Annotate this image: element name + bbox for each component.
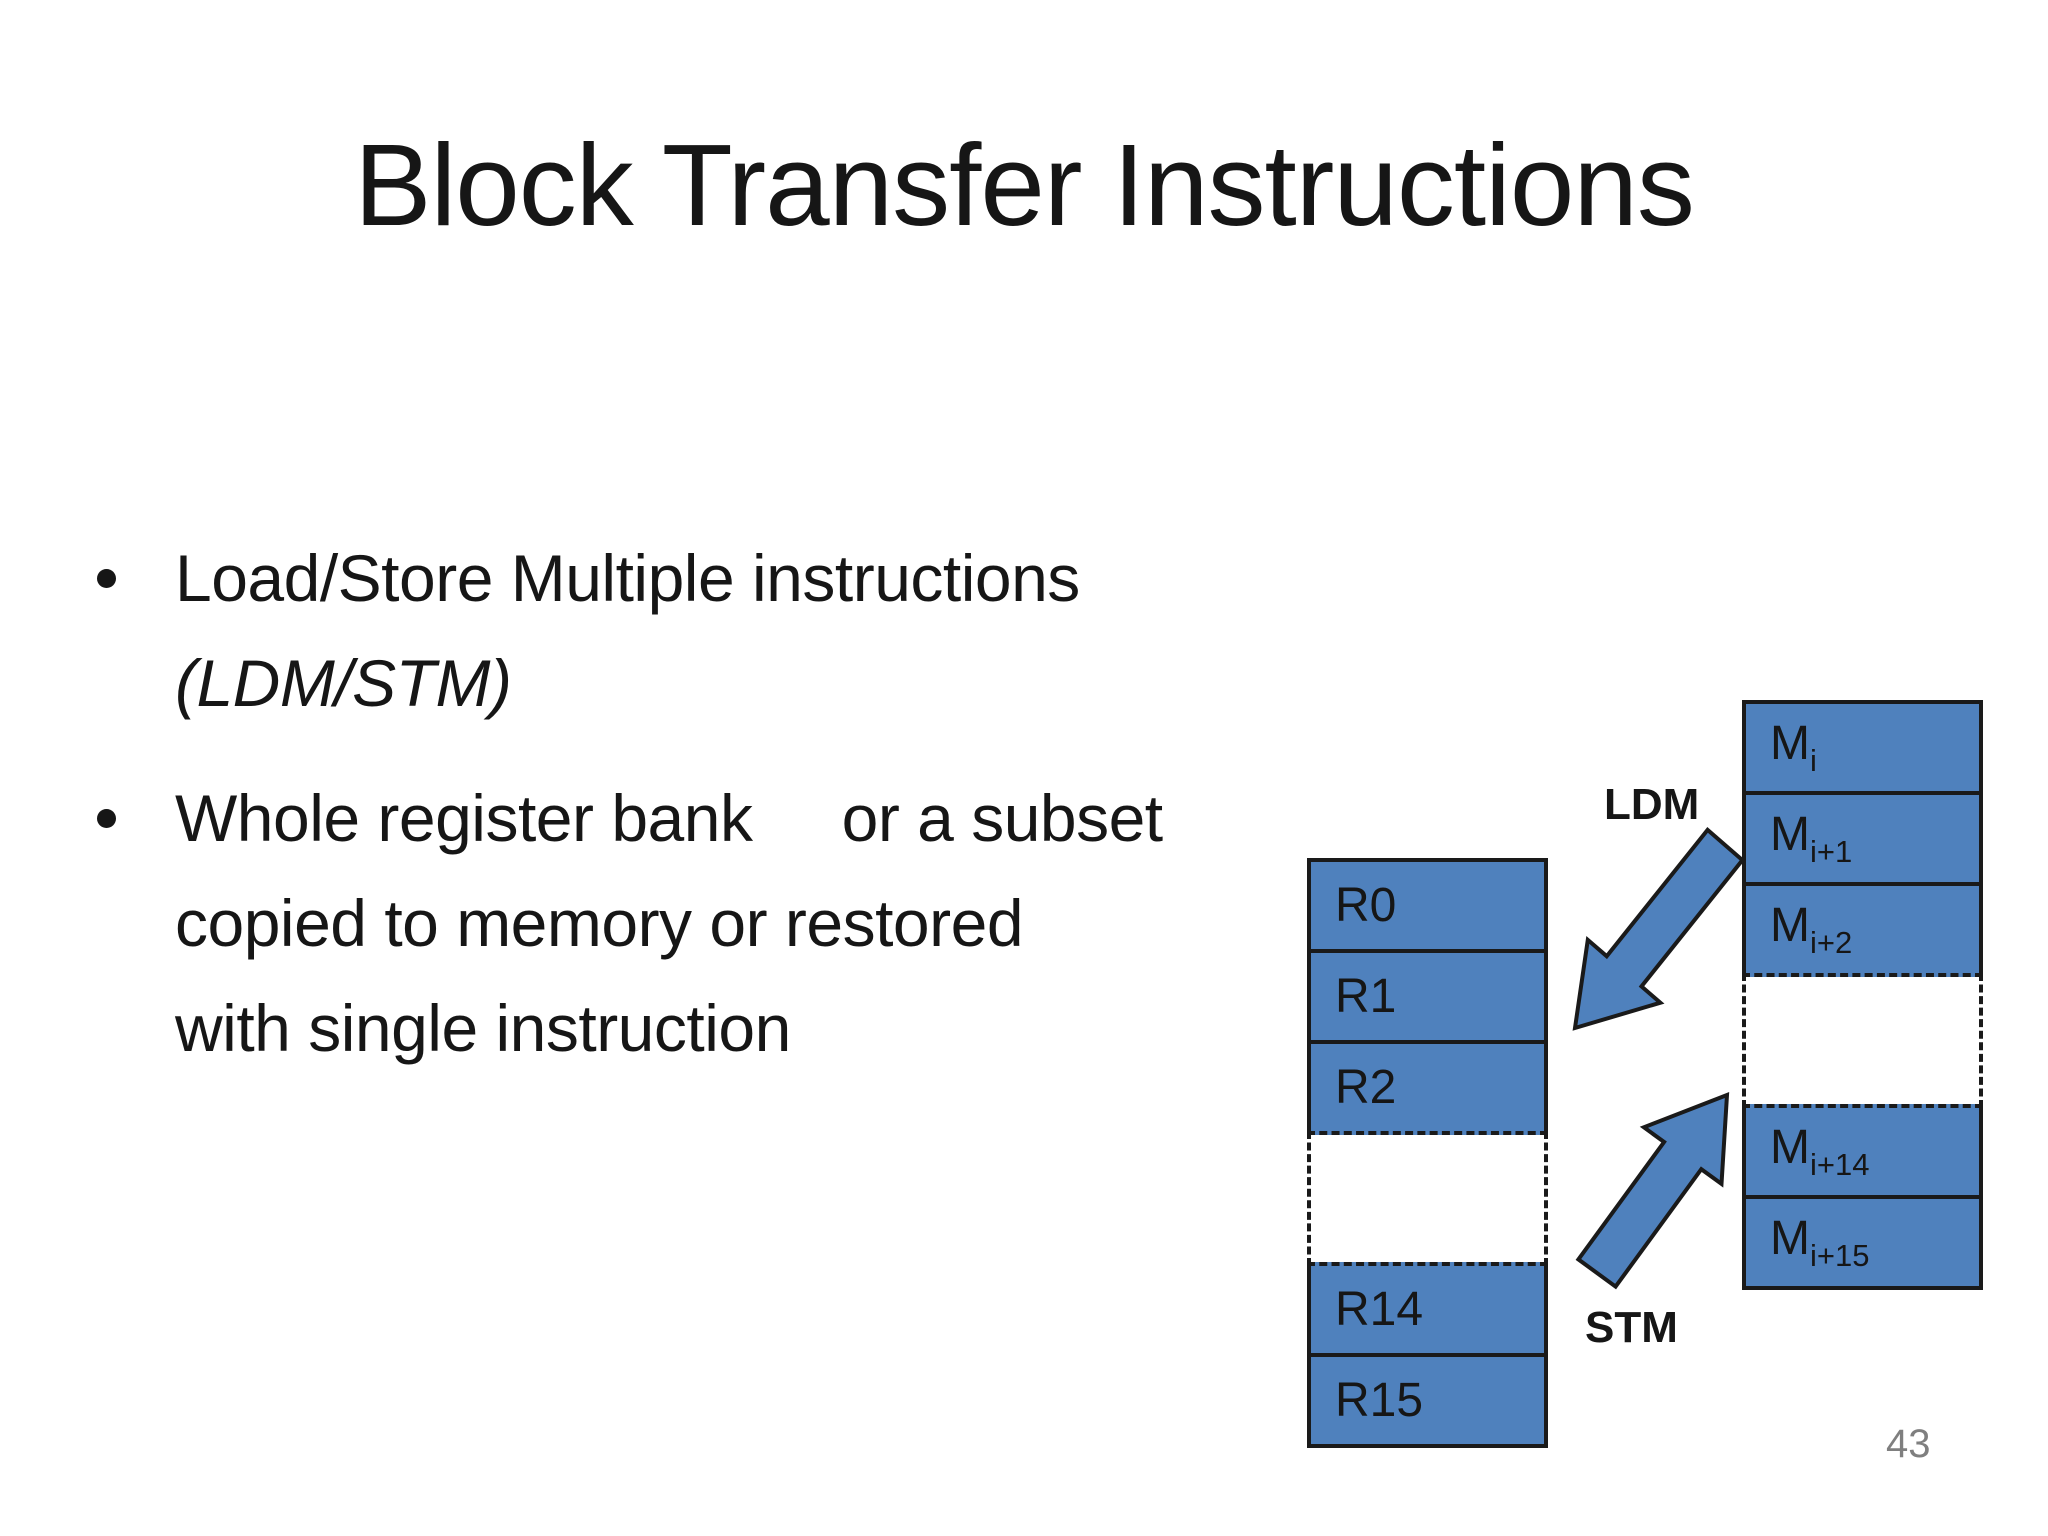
memory-label-subscript: i+15 [1809,1238,1870,1273]
memory-stack: Mi Mi+1 Mi+2 Mi+14 Mi+15 [1742,700,1983,1290]
memory-cell-mi: Mi [1742,700,1983,795]
register-cell-r15: R15 [1307,1353,1548,1448]
stm-label: STM [1585,1303,1678,1352]
bullet-text-line: (LDM/STM) [175,646,512,720]
memory-label-subscript: i+1 [1809,834,1853,869]
register-cell-r14: R14 [1307,1262,1548,1357]
ldm-label: LDM [1604,780,1700,829]
memory-label: Mi+15 [1770,1212,1870,1273]
memory-label: Mi+14 [1770,1121,1870,1182]
memory-cell-mi14: Mi+14 [1742,1104,1983,1199]
bullet-item-ldm-stm: Load/Store Multiple instructions (LDM/ST… [97,526,1357,736]
register-gap-cell [1307,1131,1548,1266]
register-stack: R0 R1 R2 R14 R15 [1307,858,1548,1448]
bullet-icon [97,809,116,828]
register-label: R2 [1335,1061,1397,1114]
bullet-list: Load/Store Multiple instructions (LDM/ST… [97,526,1357,1111]
bullet-item-register-bank: Whole register bank or a subset copied t… [97,766,1357,1081]
memory-label-subscript: i [1809,743,1817,778]
memory-label: Mi+2 [1770,899,1853,960]
memory-label: Mi [1770,717,1817,778]
register-label: R15 [1335,1374,1424,1427]
memory-gap-cell [1742,973,1983,1108]
register-cell-r2: R2 [1307,1040,1548,1135]
bullet-icon [97,569,116,588]
page-title: Block Transfer Instructions [354,120,1695,250]
register-label: R1 [1335,970,1397,1023]
bullet-text-line: Whole register bank or a subset [175,781,1163,855]
memory-label-subscript: i+2 [1809,925,1853,960]
page-number: 43 [1886,1422,1931,1466]
ldm-arrow-icon [1572,827,1746,1031]
bullet-text-line: Load/Store Multiple instructions [175,541,1080,615]
memory-label: Mi+1 [1770,808,1853,869]
register-label: R14 [1335,1283,1424,1336]
memory-cell-mi2: Mi+2 [1742,882,1983,977]
memory-cell-mi15: Mi+15 [1742,1195,1983,1290]
bullet-text-line: with single instruction [175,991,791,1065]
memory-cell-mi1: Mi+1 [1742,791,1983,886]
register-label: R0 [1335,879,1397,932]
memory-label-subscript: i+14 [1809,1147,1870,1182]
stm-arrow-icon [1575,1092,1730,1290]
register-cell-r0: R0 [1307,858,1548,953]
bullet-text-line: copied to memory or restored [175,886,1024,960]
register-cell-r1: R1 [1307,949,1548,1044]
